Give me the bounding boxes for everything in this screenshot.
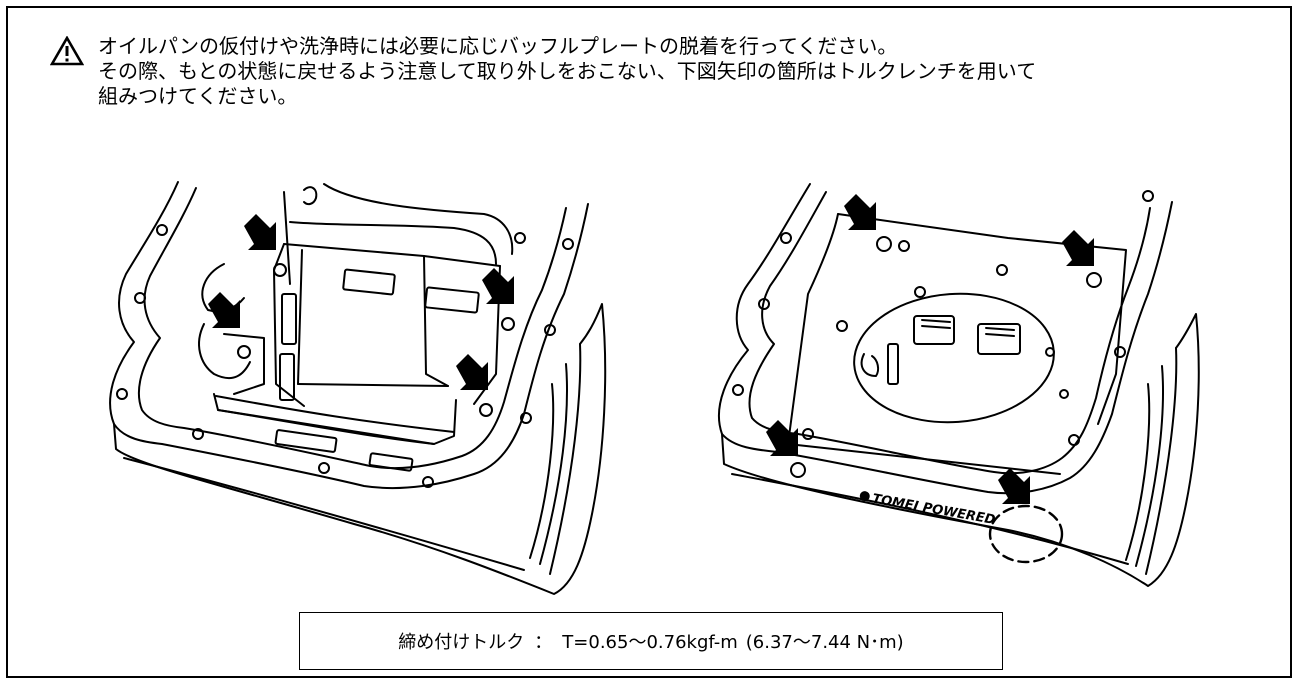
torque-spec-box: 締め付けトルク ： T=0.65～0.76kgf-m (6.37～7.44 N･… bbox=[299, 612, 1003, 670]
arrow-down-right-icon bbox=[1062, 230, 1094, 266]
document-frame: オイルパンの仮付けや洗浄時には必要に応じバッフルプレートの脱着を行ってください。… bbox=[6, 6, 1292, 678]
brand-logo-text: TOMEI POWERED bbox=[871, 492, 996, 528]
arrow-down-right-icon bbox=[766, 420, 798, 456]
warning-triangle-icon bbox=[50, 36, 84, 66]
torque-separator: ： bbox=[534, 632, 553, 653]
arrow-down-right-icon bbox=[456, 354, 488, 390]
tomei-powered-logo: TOMEI POWERED bbox=[859, 491, 997, 528]
notice-line-1: オイルパンの仮付けや洗浄時には必要に応じバッフルプレートの脱着を行ってください。 bbox=[98, 34, 898, 58]
arrow-down-right-icon bbox=[844, 194, 876, 230]
notice-line-2: その際、もとの状態に戻せるよう注意して取り外しをおこない、下図矢印の箇所はトルク… bbox=[98, 59, 1037, 83]
arrow-down-right-icon bbox=[208, 292, 240, 328]
arrow-down-right-icon bbox=[482, 268, 514, 304]
torque-value-nm: (6.37～7.44 N･m) bbox=[745, 632, 904, 653]
notice-line-3: 組みつけてください。 bbox=[98, 84, 298, 108]
torque-label: 締め付けトルク bbox=[398, 632, 525, 653]
torque-value-kgf: T=0.65～0.76kgf-m bbox=[562, 632, 738, 653]
arrow-down-right-icon bbox=[998, 468, 1030, 504]
caution-notice: オイルパンの仮付けや洗浄時には必要に応じバッフルプレートの脱着を行ってください。… bbox=[50, 34, 1276, 109]
oil-pan-baffle-installed-illustration: TOMEI POWERED bbox=[717, 183, 1200, 587]
oil-pan-baffle-removed-illustration bbox=[109, 181, 607, 595]
arrow-down-right-icon bbox=[244, 214, 276, 250]
